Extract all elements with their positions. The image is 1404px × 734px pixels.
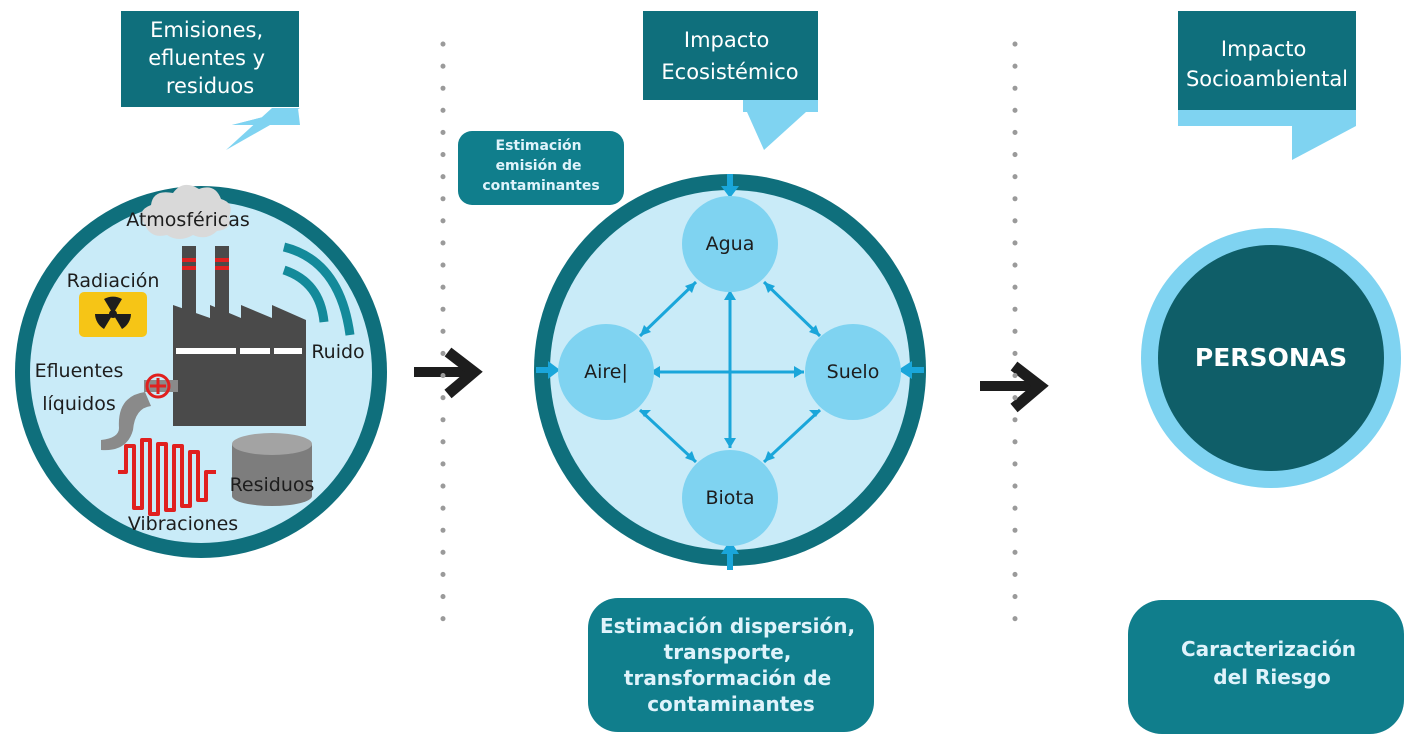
node-suelo-label: Suelo [827,361,880,383]
label-efluentes: Efluentes líquidos [35,360,130,415]
factory-icon [141,184,306,426]
node-aire [558,324,654,420]
callout-box [1178,11,1356,110]
emissions-callout: Emisiones, efluentes y residuos [121,11,300,150]
callout-box [121,11,299,107]
node-agua [682,196,778,292]
risk-characterization-text: Caracterización del Riesgo [1181,637,1363,689]
node-agua-label: Agua [706,233,755,255]
emissions-circle: Atmosféricas Radiación Ruido Efluentes l… [15,184,387,558]
social-callout: Impacto Socioambiental [1178,11,1356,160]
dispersion-estimate-box: Estimación dispersión, transporte, trans… [588,598,874,732]
noise-icon [282,242,355,336]
radiation-icon [79,292,147,337]
pipe-valve-icon [101,373,178,451]
ecosystem-title: Impacto Ecosistémico [661,28,798,84]
input-arrows [536,174,924,570]
label-radiacion: Radiación [67,270,160,292]
label-atmosfericas: Atmosféricas [126,209,250,231]
risk-characterization-box: Caracterización del Riesgo [1128,600,1404,734]
smoke-cloud [141,184,231,239]
label-vibraciones: Vibraciones [128,513,238,535]
ecosystem-circle: Agua Aire| Suelo Biota [534,174,926,570]
arrow-right-icon [414,347,483,399]
callout-box [643,11,818,100]
node-aire-label: Aire| [584,361,628,383]
arrowheads [640,282,820,462]
node-suelo [805,324,901,420]
label-residuos: Residuos [230,474,315,496]
vibration-icon [118,438,216,516]
label-ruido: Ruido [311,341,364,363]
ecosystem-callout: Impacto Ecosistémico [643,11,818,150]
emissions-title: Emisiones, efluentes y residuos [148,18,272,98]
node-biota [682,450,778,546]
dispersion-estimate-text: Estimación dispersión, transporte, trans… [600,614,862,716]
waste-bin-icon [232,433,312,506]
emission-estimate-text: Estimación emisión de contaminantes [482,138,599,194]
node-biota-label: Biota [705,487,754,509]
emission-estimate-box: Estimación emisión de contaminantes [458,131,624,205]
arrow-right-icon [980,361,1049,413]
persons-circle: PERSONAS [1141,228,1401,488]
social-title: Impacto Socioambiental [1186,37,1348,91]
persons-label: PERSONAS [1195,343,1347,372]
connections [638,280,822,464]
